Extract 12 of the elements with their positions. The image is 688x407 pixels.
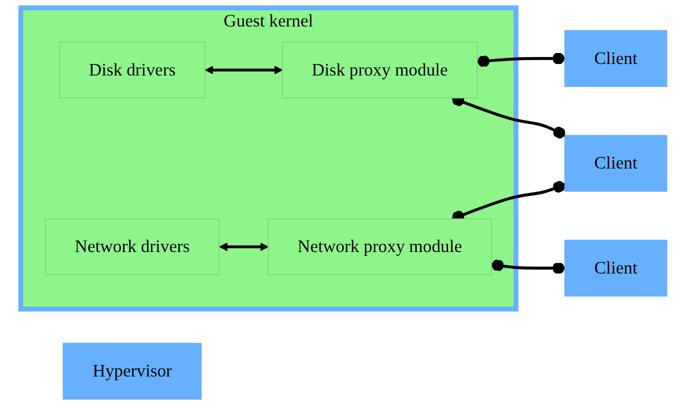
connector: [491, 259, 566, 274]
node-box: Disk proxy module: [282, 42, 478, 98]
node-box: Hypervisor: [62, 342, 202, 400]
node-box: Client: [564, 134, 668, 192]
node-box: Client: [564, 30, 668, 87]
arrow: [219, 242, 269, 252]
arrow: [205, 66, 283, 74]
node-box: Disk drivers: [59, 42, 206, 98]
node-box: Client: [564, 240, 668, 297]
node-box: Network proxy module: [268, 218, 492, 276]
connector: [477, 52, 566, 68]
node-box: Network drivers: [45, 218, 220, 276]
